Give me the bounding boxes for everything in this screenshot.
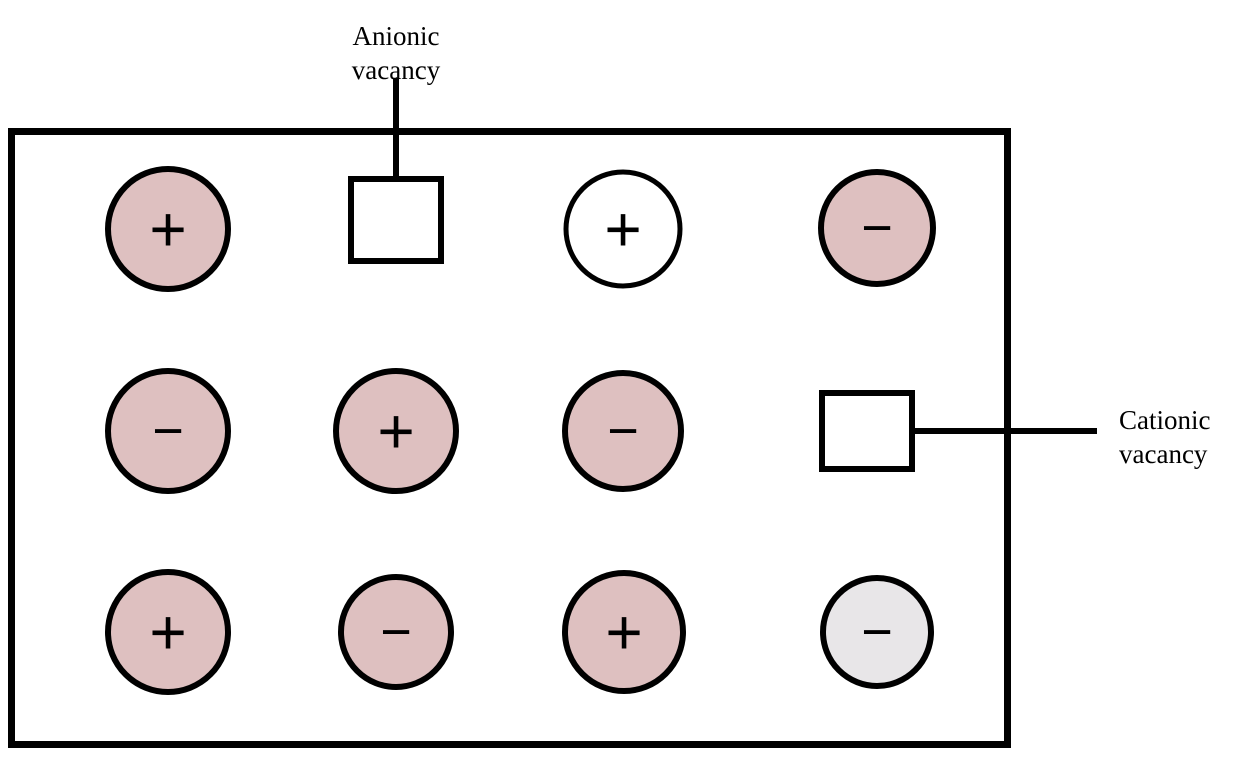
ion-circle (105, 368, 231, 494)
ion-circle (563, 169, 683, 289)
plus-sign-icon: + (377, 395, 414, 467)
anionic-vacancy-label-line: Anionic (353, 21, 440, 51)
vacancy-site-r1c2 (348, 176, 444, 264)
ion-site-r2c1: − (105, 368, 231, 494)
ion-circle (818, 169, 936, 287)
vacancy-square (348, 176, 444, 264)
ion-site-r3c1: + (105, 569, 231, 695)
ion-site-r1c4: − (818, 169, 936, 287)
ion-site-r1c3: + (563, 169, 683, 289)
plus-sign-icon: + (149, 596, 186, 668)
minus-sign-icon: − (380, 602, 412, 662)
ion-circle (338, 574, 454, 690)
ion-circle (562, 570, 686, 694)
ion-circle (105, 166, 231, 292)
plus-sign-icon: + (604, 193, 641, 265)
ion-site-r3c2: − (338, 574, 454, 690)
anionic-vacancy-label: Anionic vacancy (352, 21, 441, 85)
minus-sign-icon: − (861, 198, 893, 258)
ion-circle (820, 575, 934, 689)
ion-site-r1c1: + (105, 166, 231, 292)
ion-circle (562, 370, 684, 492)
vacancy-site-r2c4 (819, 390, 915, 472)
minus-sign-icon: − (861, 602, 893, 662)
ion-site-r2c3: − (562, 370, 684, 492)
minus-sign-icon: − (152, 401, 184, 461)
lattice-sites-layer: + + − − + − + − + − (105, 166, 936, 695)
ion-site-r3c4: − (820, 575, 934, 689)
ion-site-r3c3: + (562, 570, 686, 694)
ion-circle (333, 368, 459, 494)
ion-site-r2c2: + (333, 368, 459, 494)
cationic-vacancy-label-line: Cationic (1119, 405, 1210, 435)
plus-sign-icon: + (605, 596, 642, 668)
cationic-vacancy-label: Cationic vacancy (1119, 405, 1210, 469)
plus-sign-icon: + (149, 193, 186, 265)
vacancy-square (819, 390, 915, 472)
ion-circle (105, 569, 231, 695)
minus-sign-icon: − (607, 401, 639, 461)
anionic-vacancy-label-line: vacancy (352, 55, 441, 85)
cationic-vacancy-label-line: vacancy (1119, 439, 1208, 469)
